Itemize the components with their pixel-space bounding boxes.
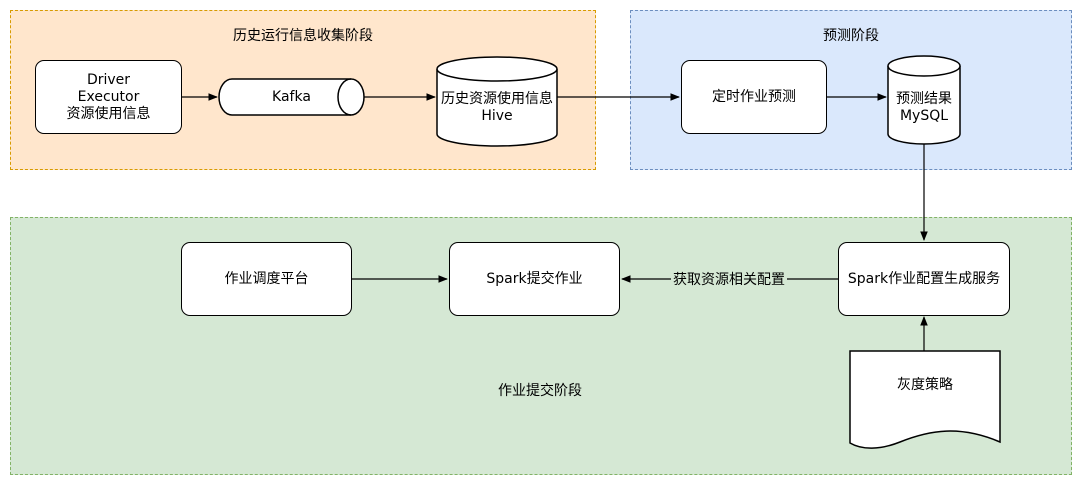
- config-service-label: Spark作业配置生成服务: [847, 270, 1001, 287]
- mysql-label: 预测结果 MySQL: [896, 91, 952, 124]
- spark-submit-node: Spark提交作业: [449, 242, 620, 316]
- hive-label: 历史资源使用信息 Hive: [441, 91, 553, 124]
- driver-executor-label: Driver Executor 资源使用信息: [66, 71, 151, 122]
- scheduler-node: 作业调度平台: [181, 242, 352, 316]
- config-service-node: Spark作业配置生成服务: [838, 242, 1010, 316]
- kafka-label: Kafka: [272, 88, 311, 105]
- mysql-database-shape: [887, 55, 961, 145]
- get-config-edge-label: 获取资源相关配置: [671, 269, 787, 289]
- history-region-title: 历史运行信息收集阶段: [233, 28, 373, 44]
- predict-region-title: 预测阶段: [823, 28, 879, 44]
- scheduler-label: 作业调度平台: [224, 270, 309, 287]
- submit-region-title: 作业提交阶段: [498, 383, 582, 399]
- timed-prediction-node: 定时作业预测: [681, 60, 827, 134]
- driver-executor-node: Driver Executor 资源使用信息: [35, 60, 182, 134]
- timed-prediction-label: 定时作业预测: [712, 88, 796, 105]
- gray-strategy-label: 灰度策略: [897, 376, 953, 393]
- gray-strategy-document-shape: [849, 350, 1001, 449]
- kafka-queue-shape: [218, 78, 365, 116]
- hive-database-shape: [436, 56, 558, 147]
- spark-submit-label: Spark提交作业: [486, 270, 583, 287]
